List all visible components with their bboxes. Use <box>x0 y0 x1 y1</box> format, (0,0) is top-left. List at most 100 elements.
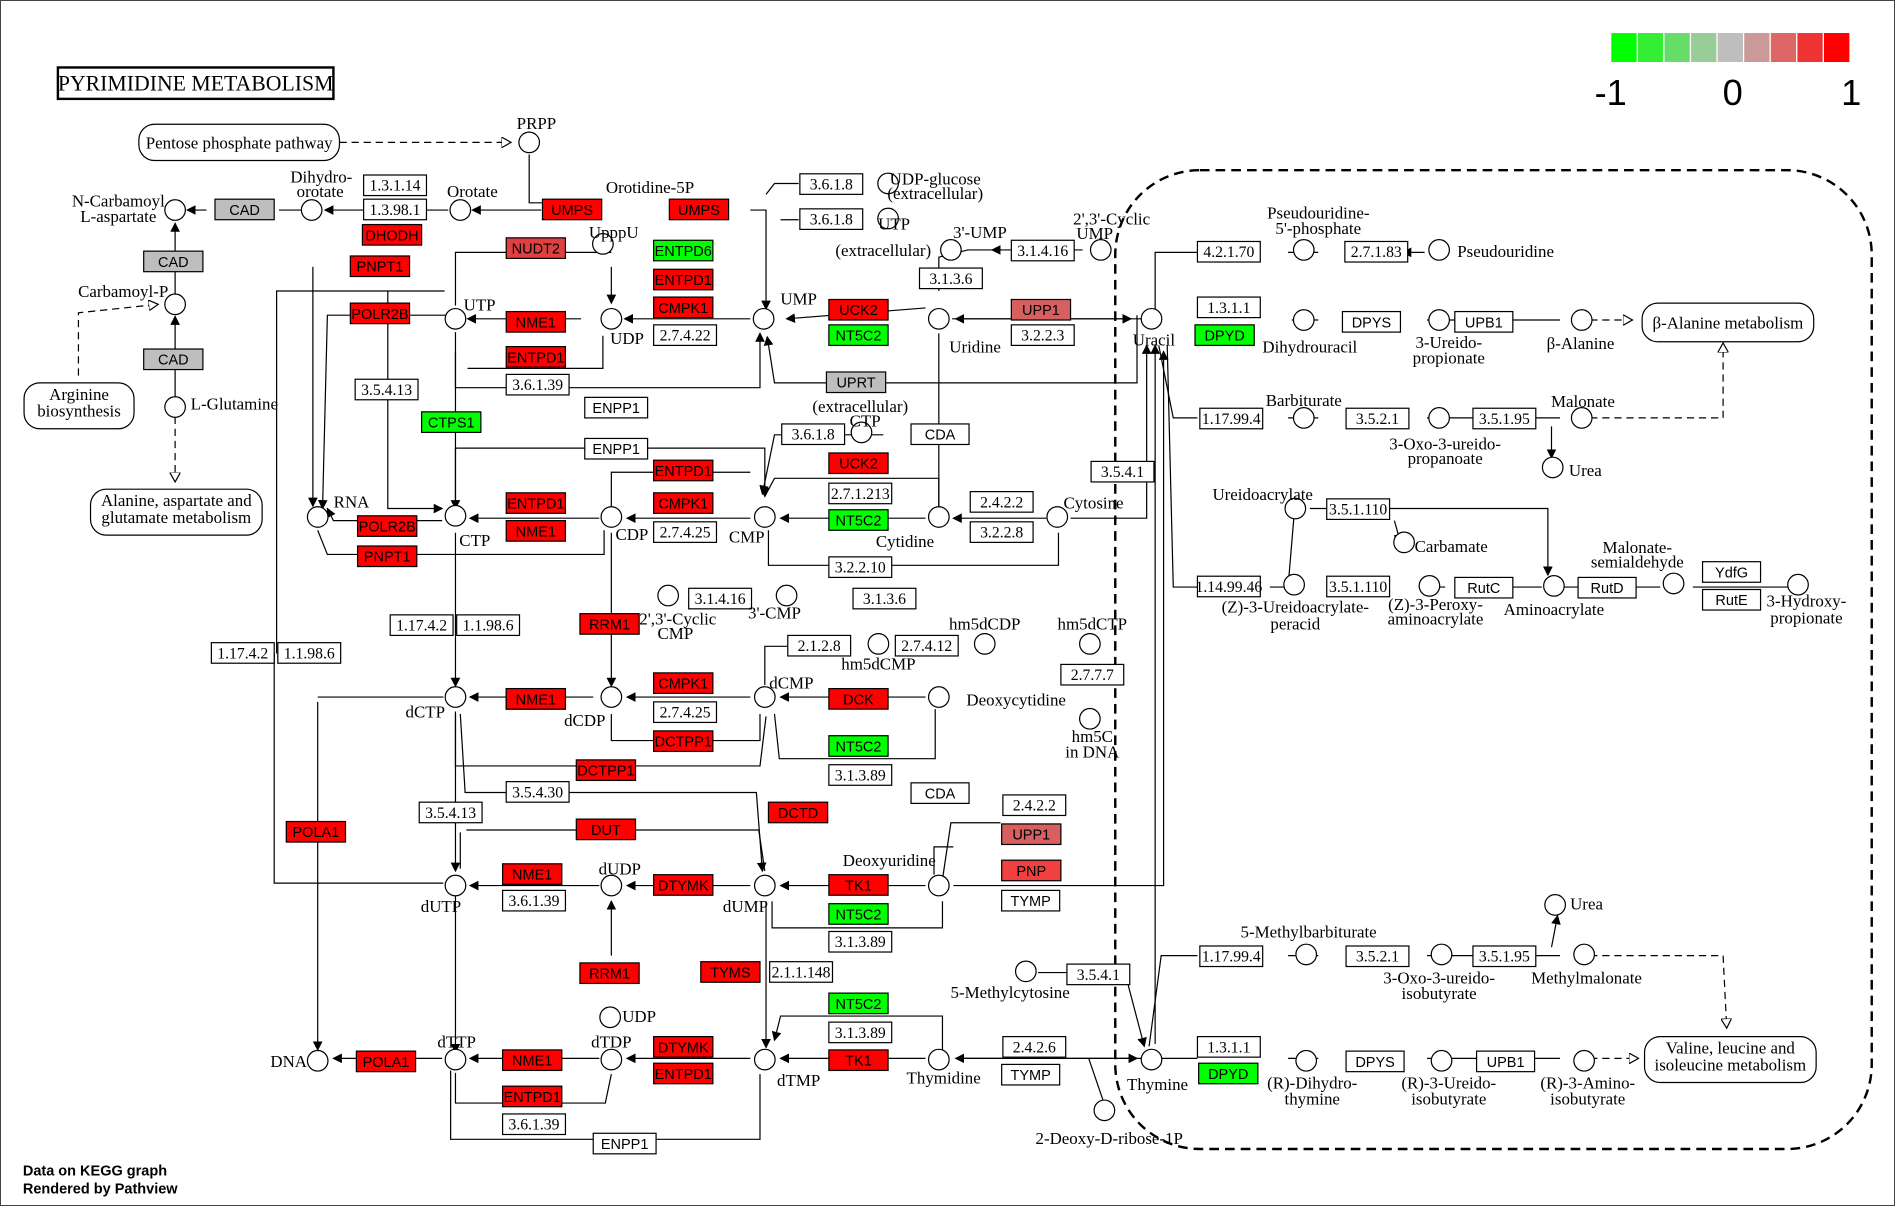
compound-node[interactable] <box>444 874 467 897</box>
gene-box[interactable] <box>421 411 482 434</box>
enzyme-box[interactable] <box>1010 239 1075 262</box>
gene-box[interactable] <box>700 961 761 983</box>
gene-box[interactable] <box>825 371 887 394</box>
compound-node[interactable] <box>1093 1099 1116 1122</box>
compound-node[interactable] <box>600 1048 623 1071</box>
gene-box[interactable] <box>579 613 640 635</box>
enzyme-box[interactable] <box>787 634 852 657</box>
gene-box[interactable] <box>501 1085 563 1108</box>
pathway-node[interactable] <box>1643 1036 1817 1084</box>
gene-box[interactable] <box>828 509 889 531</box>
compound-node[interactable] <box>1089 239 1112 261</box>
gene-box[interactable] <box>828 735 889 757</box>
compound-node[interactable] <box>752 307 775 330</box>
enzyme-box[interactable] <box>852 587 917 610</box>
gene-box[interactable] <box>828 1049 889 1072</box>
compound-node[interactable] <box>927 874 950 897</box>
gene-box[interactable] <box>575 818 637 841</box>
gene-box[interactable] <box>505 237 567 259</box>
enzyme-box[interactable] <box>653 324 718 347</box>
compound-node[interactable] <box>753 506 776 528</box>
compound-node[interactable] <box>1284 497 1307 520</box>
compound-node[interactable] <box>592 233 614 255</box>
compound-node[interactable] <box>300 199 323 221</box>
enzyme-box[interactable] <box>1344 240 1409 263</box>
compound-node[interactable] <box>1418 574 1441 597</box>
gene-box[interactable] <box>505 520 567 542</box>
compound-node[interactable] <box>1543 574 1565 597</box>
enzyme-box[interactable] <box>1002 1036 1067 1058</box>
compound-node[interactable] <box>1662 572 1685 595</box>
compound-node[interactable] <box>1428 309 1450 331</box>
compound-node[interactable] <box>306 1049 329 1072</box>
enzyme-box[interactable] <box>828 556 893 579</box>
gene-box-uncolored[interactable] <box>584 437 649 460</box>
compound-node[interactable] <box>877 207 899 230</box>
compound-node[interactable] <box>449 199 472 221</box>
gene-box[interactable] <box>1194 324 1255 347</box>
compound-node[interactable] <box>1292 239 1315 261</box>
compound-node[interactable] <box>600 686 623 708</box>
compound-node[interactable] <box>1140 307 1163 330</box>
compound-node[interactable] <box>600 307 623 330</box>
gene-box-uncolored[interactable] <box>592 1132 657 1155</box>
compound-node[interactable] <box>753 1048 776 1071</box>
enzyme-box[interactable] <box>363 174 428 197</box>
compound-node[interactable] <box>1283 573 1305 596</box>
enzyme-box[interactable] <box>1472 407 1537 430</box>
compound-node[interactable] <box>164 199 186 221</box>
gene-box[interactable] <box>579 962 640 985</box>
compound-node[interactable] <box>877 172 899 195</box>
compound-node[interactable] <box>1430 943 1453 966</box>
compound-node[interactable] <box>1430 1049 1453 1072</box>
compound-node[interactable] <box>927 506 950 528</box>
compound-node[interactable] <box>1428 407 1450 429</box>
compound-node[interactable] <box>775 584 798 607</box>
enzyme-box[interactable] <box>1196 296 1261 319</box>
compound-node[interactable] <box>1292 407 1315 429</box>
gene-box-uncolored[interactable] <box>910 423 970 446</box>
compound-node[interactable] <box>1544 894 1567 916</box>
compound-node[interactable] <box>1573 943 1596 966</box>
pathway-node[interactable] <box>138 123 341 162</box>
enzyme-box[interactable] <box>1345 407 1410 430</box>
compound-node[interactable] <box>1292 309 1315 331</box>
gene-box-uncolored[interactable] <box>1341 310 1402 333</box>
enzyme-box[interactable] <box>918 267 983 290</box>
gene-box[interactable] <box>501 1049 563 1072</box>
gene-box[interactable] <box>653 492 714 514</box>
enzyme-box[interactable] <box>501 889 567 912</box>
compound-node[interactable] <box>518 131 541 154</box>
gene-box[interactable] <box>505 310 567 333</box>
enzyme-box[interactable] <box>1060 663 1125 686</box>
gene-box[interactable] <box>828 298 889 321</box>
gene-box[interactable] <box>653 874 714 896</box>
gene-box-uncolored[interactable] <box>1475 1050 1536 1073</box>
gene-box[interactable] <box>505 346 567 368</box>
enzyme-box[interactable] <box>456 614 521 637</box>
enzyme-box[interactable] <box>1010 324 1075 347</box>
gene-box[interactable] <box>356 515 418 537</box>
compound-node[interactable] <box>927 686 950 708</box>
enzyme-box[interactable] <box>799 208 864 230</box>
gene-box-uncolored[interactable] <box>1454 310 1514 333</box>
compound-node[interactable] <box>1393 531 1415 554</box>
gene-box[interactable] <box>143 348 204 371</box>
compound-node[interactable] <box>1573 1049 1596 1072</box>
enzyme-box[interactable] <box>363 198 428 221</box>
compound-node[interactable] <box>1079 707 1101 730</box>
gene-box[interactable] <box>349 302 411 325</box>
enzyme-box[interactable] <box>781 423 846 446</box>
compound-node[interactable] <box>306 506 329 528</box>
enzyme-box[interactable] <box>688 587 753 610</box>
compound-node[interactable] <box>927 1048 950 1071</box>
gene-box[interactable] <box>828 324 889 347</box>
compound-node[interactable] <box>164 396 186 418</box>
gene-box-uncolored[interactable] <box>1577 576 1637 599</box>
enzyme-box[interactable] <box>354 378 419 401</box>
enzyme-box[interactable] <box>1326 498 1391 521</box>
compound-node[interactable] <box>1570 407 1593 429</box>
compound-node[interactable] <box>973 633 996 655</box>
gene-box[interactable] <box>653 459 714 482</box>
compound-node[interactable] <box>753 874 776 897</box>
